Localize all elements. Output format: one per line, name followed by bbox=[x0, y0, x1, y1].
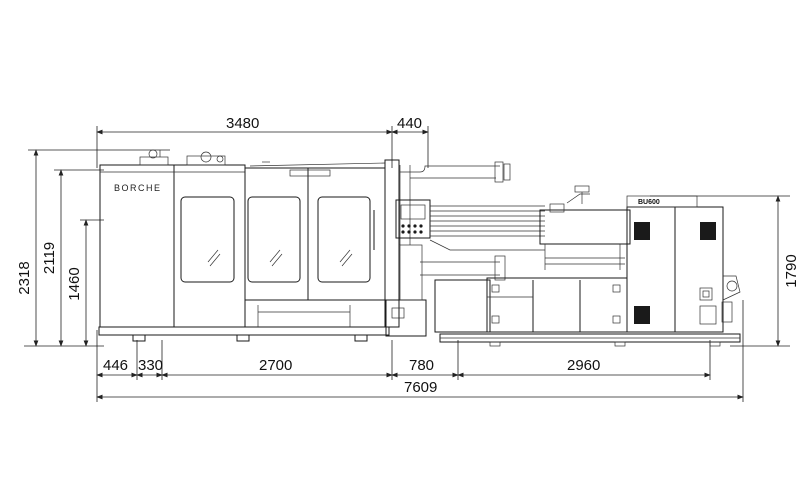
dim-2700: 2700 bbox=[259, 357, 292, 374]
brand-label: BORCHE bbox=[114, 183, 162, 193]
dim-2119: 2119 bbox=[41, 242, 58, 274]
clamping-unit: BORCHE bbox=[98, 149, 390, 342]
dim-2960: 2960 bbox=[567, 357, 600, 374]
dim-2318: 2318 bbox=[16, 261, 33, 294]
control-cabinet: BU600 bbox=[626, 195, 741, 333]
dim-780: 780 bbox=[409, 357, 434, 374]
dim-446: 446 bbox=[103, 357, 128, 374]
dim-1460: 1460 bbox=[66, 267, 83, 300]
dimension-lines bbox=[24, 126, 790, 402]
dim-330: 330 bbox=[138, 357, 163, 374]
dim-440: 440 bbox=[397, 115, 422, 132]
dim-7609: 7609 bbox=[404, 379, 437, 396]
nozzle-section bbox=[384, 159, 511, 337]
dimension-labels: 3480 440 2318 2119 1460 1790 446 330 270… bbox=[16, 115, 800, 396]
floor-frame bbox=[439, 333, 741, 347]
dim-1790: 1790 bbox=[783, 254, 800, 287]
injection-unit bbox=[420, 185, 631, 333]
dim-3480: 3480 bbox=[226, 115, 259, 132]
model-label: BU600 bbox=[638, 199, 660, 206]
